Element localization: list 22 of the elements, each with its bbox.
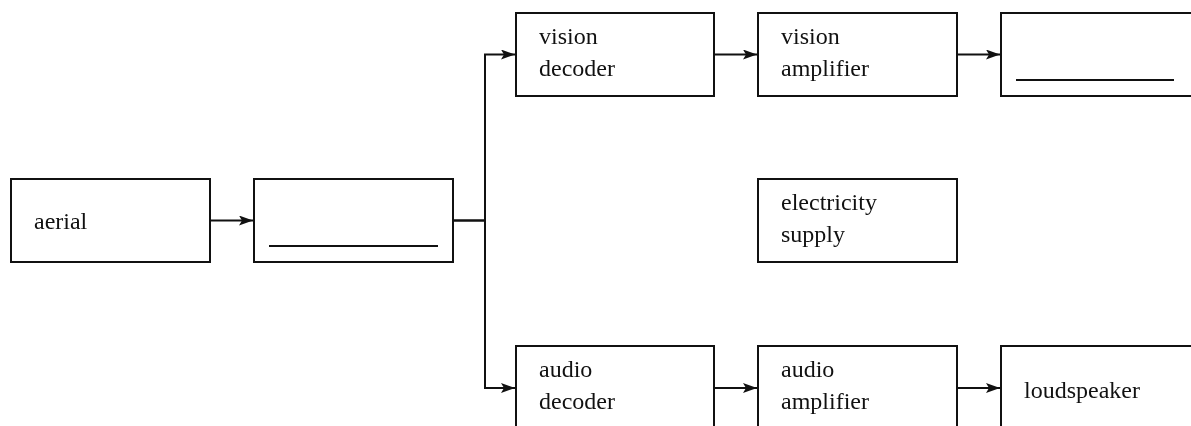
- block-box: [757, 12, 958, 97]
- block-label: vision amplifier: [781, 22, 870, 83]
- arrow: [714, 49, 758, 60]
- arrow: [714, 383, 758, 393]
- block-box: [515, 345, 715, 426]
- block-box: [253, 178, 454, 263]
- block-box: [10, 178, 211, 263]
- block-label: audio decoder: [539, 355, 616, 416]
- block-label: loudspeaker: [1024, 376, 1141, 405]
- arrow: [210, 215, 254, 226]
- block-box: [1000, 345, 1191, 426]
- block-box: [757, 178, 958, 263]
- block-label: vision decoder: [539, 22, 616, 83]
- block-label: aerial: [34, 206, 89, 236]
- block-box: [515, 12, 715, 97]
- block-box: [757, 345, 958, 426]
- arrow: [957, 383, 1001, 393]
- block-label: audio amplifier: [781, 355, 870, 416]
- arrow: [957, 49, 1001, 60]
- block-box: [1000, 12, 1191, 97]
- arrow: [453, 219, 516, 393]
- block-label: electricity supply: [781, 188, 878, 249]
